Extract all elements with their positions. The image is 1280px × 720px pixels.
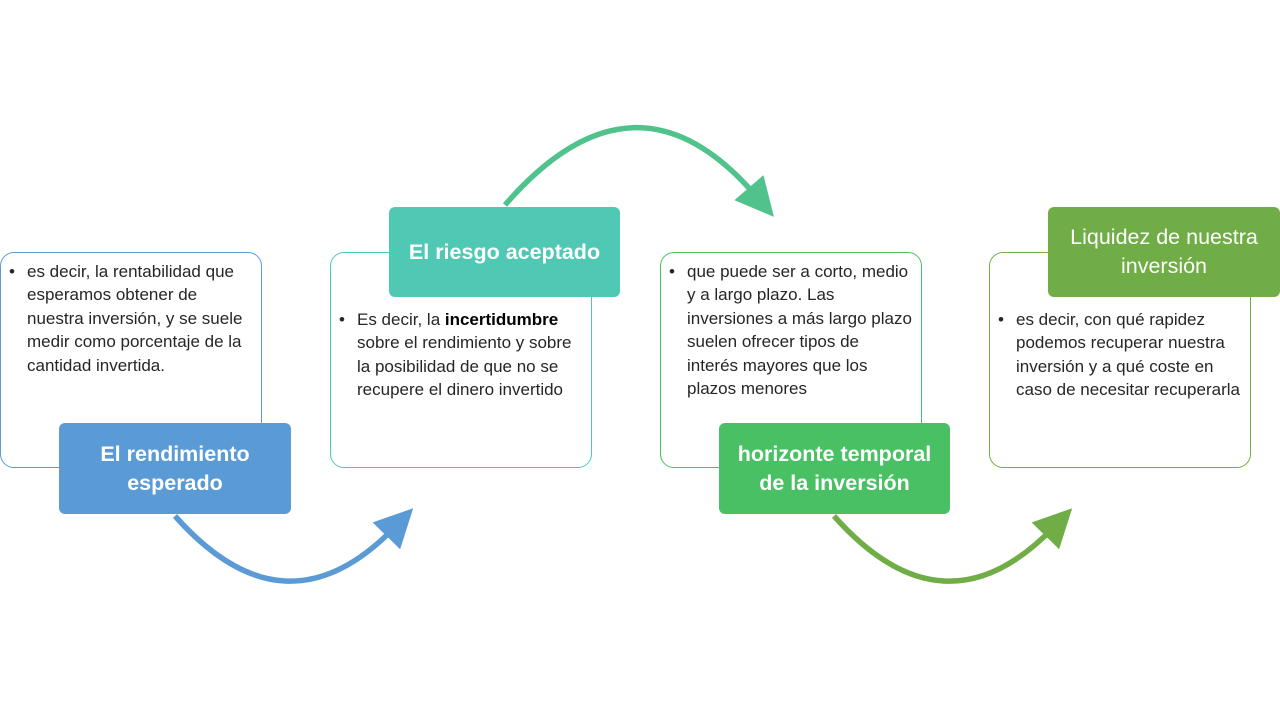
step3-description: que puede ser a corto, medio y a largo p…	[669, 260, 913, 400]
step4-title-box: Liquidez de nuestra inversión	[1048, 207, 1280, 297]
step2-title-box: El riesgo aceptado	[389, 207, 620, 297]
step2-description: Es decir, la incertidumbre sobre el rend…	[339, 308, 583, 402]
step3-title-box: horizonte temporal de la inversión	[719, 423, 950, 514]
step4-description: es decir, con qué rapidez podemos recupe…	[998, 308, 1242, 402]
step1-title-box: El rendimiento esperado	[59, 423, 291, 514]
step1-title: El rendimiento esperado	[100, 441, 250, 495]
step1-description-card: es decir, la rentabilidad que esperamos …	[0, 252, 262, 468]
arrow-step3-to-step4	[831, 508, 1073, 584]
step1-description: es decir, la rentabilidad que esperamos …	[9, 260, 253, 377]
step2-description-before: Es decir, la	[357, 310, 445, 329]
step3-title: horizonte temporal de la inversión	[737, 441, 932, 495]
arrow-step1-to-step2	[172, 508, 414, 584]
step2-description-emphasis: incertidumbre	[444, 310, 559, 329]
step2-title: El riesgo aceptado	[408, 239, 601, 264]
step4-title: Liquidez de nuestra inversión	[1070, 225, 1258, 278]
step2-description-after: sobre el rendimiento y sobre la posibili…	[357, 333, 572, 400]
arrow-step2-to-step3	[502, 124, 774, 217]
